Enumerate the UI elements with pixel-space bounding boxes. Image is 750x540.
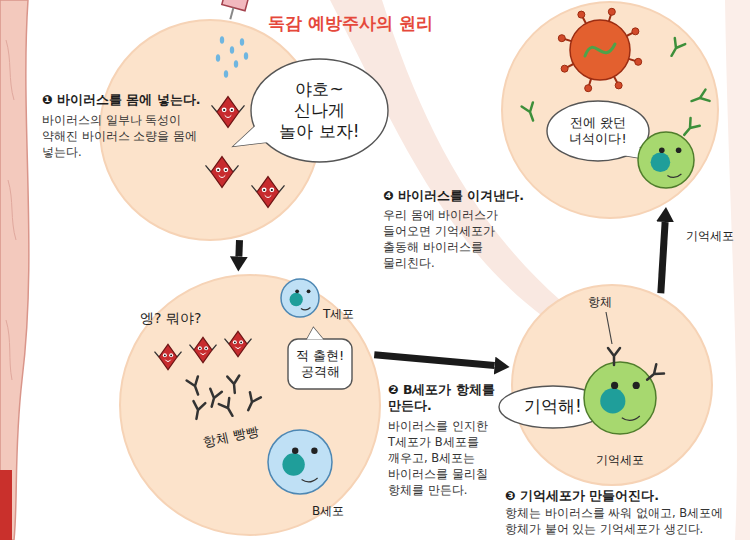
virus xyxy=(252,177,285,208)
bubble-text: 기억해! xyxy=(520,396,586,417)
speech-bubble: 전에 왔던 녀석이다! xyxy=(546,100,650,162)
scene-circle: 야호~ 신나게 놀아 보자!❶ 바이러스를 몸에 넣는다.바이러스의 일부나 독… xyxy=(100,20,320,240)
step-body: 바이러스의 일부나 독성이 약해진 바이러스 소량을 몸에 넣는다. xyxy=(42,112,204,160)
step-heading: ❶ 바이러스를 몸에 넣는다. xyxy=(42,92,222,108)
t-cell xyxy=(281,279,319,317)
b-cell xyxy=(268,430,332,494)
figure-label: 엥? 뭐야? xyxy=(140,310,201,328)
step-body: 항체는 바이러스를 싸워 없애고, B세포에 항체가 붙어 있는 기억세포가 생… xyxy=(505,505,743,537)
speech-bubble: 적 출현! 공격해 xyxy=(287,338,353,390)
antibody xyxy=(187,376,204,396)
step-arrow xyxy=(235,240,243,256)
antibody xyxy=(243,392,261,412)
step-arrow xyxy=(661,222,665,293)
step-arrow xyxy=(374,355,494,366)
antibody xyxy=(689,90,709,107)
virus-large xyxy=(558,8,641,91)
virus xyxy=(212,97,245,128)
step-heading: ❹ 바이러스를 이겨낸다. xyxy=(383,188,545,204)
figure-label: T세포 xyxy=(323,306,354,323)
leader-line xyxy=(606,312,612,344)
drops xyxy=(216,36,248,78)
memory-cell xyxy=(584,362,656,434)
step-body: 바이러스를 인지한 T세포가 B세포를 깨우고, B세포는 바이러스를 물리칠 … xyxy=(388,418,506,498)
diagram-title: 독감 예방주사의 원리 xyxy=(268,12,433,35)
figure-label: 항체 xyxy=(588,294,612,311)
virus xyxy=(206,157,239,188)
figure-label: 기억세포 xyxy=(686,228,734,245)
virus xyxy=(190,337,217,362)
antibody xyxy=(643,364,664,384)
antibody xyxy=(666,38,685,59)
antibody xyxy=(680,118,700,139)
step-body: 우리 몸에 바이러스가 들어오면 기억세포가 출동해 바이러스를 물리친다. xyxy=(383,207,513,271)
virus xyxy=(225,331,252,356)
figure-label: 기억세포 xyxy=(596,452,644,469)
syringe xyxy=(219,0,256,22)
bubble-text: 적 출현! 공격해 xyxy=(294,348,346,381)
step-heading: ❷ B세포가 항체를 만든다. xyxy=(388,382,506,415)
virus xyxy=(155,344,182,369)
speech-bubble: 야호~ 신나게 놀아 보자! xyxy=(250,58,389,163)
antibody xyxy=(219,398,238,419)
bubble-text: 전에 왔던 녀석이다! xyxy=(567,115,629,148)
memory-cell xyxy=(638,132,694,188)
antibody xyxy=(227,376,240,394)
antibody xyxy=(191,401,206,420)
antibody xyxy=(608,348,620,365)
figure-label: B세포 xyxy=(312,503,344,520)
antibody xyxy=(522,102,539,122)
step-heading: ❸ 기억세포가 만들어진다. xyxy=(505,488,743,504)
bubble-text: 야호~ 신나게 놀아 보자! xyxy=(277,79,363,143)
